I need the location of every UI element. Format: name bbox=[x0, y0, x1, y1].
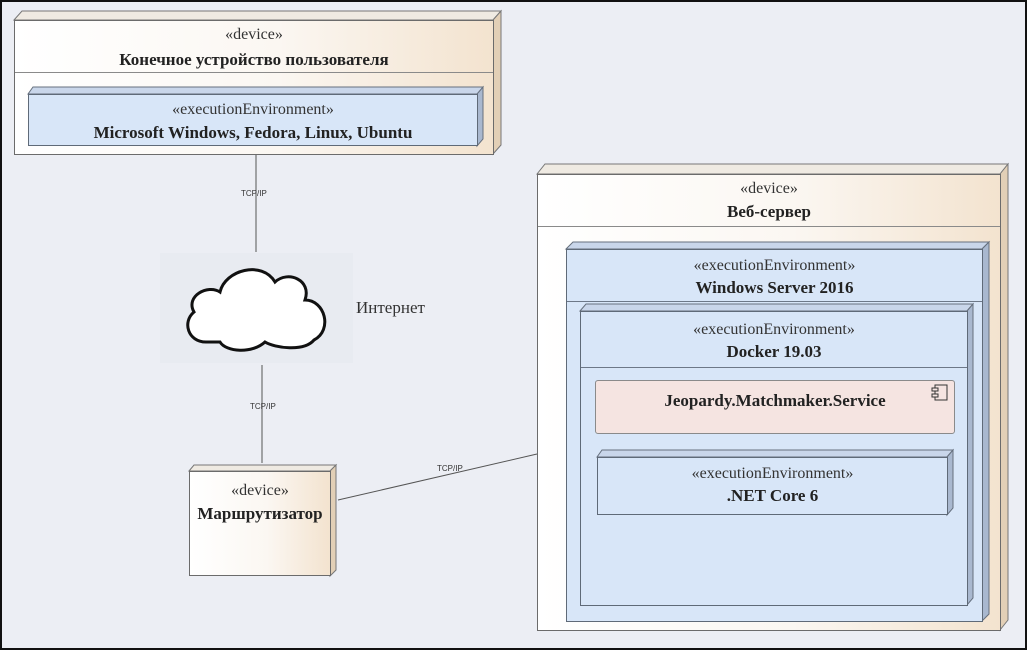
windows-server-divider bbox=[567, 301, 982, 302]
docker-divider bbox=[581, 367, 967, 368]
component-title: Jeopardy.Matchmaker.Service bbox=[664, 391, 886, 410]
docker-stereotype: «executionEnvironment» bbox=[693, 321, 855, 338]
user-os-env-title: Microsoft Windows, Fedora, Linux, Ubuntu bbox=[93, 123, 413, 142]
internet-label: Интернет bbox=[356, 298, 425, 317]
user-os-env-box: «executionEnvironment» Microsoft Windows… bbox=[28, 94, 478, 146]
windows-server-title: Windows Server 2016 bbox=[695, 278, 854, 297]
user-device-stereotype: «device» bbox=[225, 26, 283, 43]
router-stereotype: «device» bbox=[231, 482, 289, 499]
docker-title: Docker 19.03 bbox=[726, 342, 822, 361]
connector-label-router-server: TCP/IP bbox=[437, 464, 463, 473]
web-server-title: Веб-сервер bbox=[727, 202, 811, 221]
dotnet-stereotype: «executionEnvironment» bbox=[691, 465, 854, 482]
user-os-env-stereotype: «executionEnvironment» bbox=[172, 101, 334, 118]
component-icon bbox=[931, 384, 948, 401]
connector-label-internet-router: TCP/IP bbox=[250, 402, 276, 411]
connector-label-user-internet: TCP/IP bbox=[241, 189, 267, 198]
dotnet-env-box: «executionEnvironment» .NET Core 6 bbox=[597, 457, 948, 515]
web-server-stereotype: «device» bbox=[740, 180, 798, 197]
dotnet-title: .NET Core 6 bbox=[726, 486, 819, 505]
user-device-title: Конечное устройство пользователя bbox=[119, 50, 389, 69]
user-device-divider bbox=[15, 72, 493, 73]
router-title: Маршрутизатор bbox=[197, 504, 323, 523]
web-server-divider bbox=[538, 226, 1000, 227]
connector-router-server bbox=[337, 453, 538, 501]
windows-server-stereotype: «executionEnvironment» bbox=[693, 257, 856, 274]
router-box: «device» Маршрутизатор bbox=[189, 471, 331, 576]
matchmaker-component[interactable]: Jeopardy.Matchmaker.Service bbox=[595, 380, 955, 434]
